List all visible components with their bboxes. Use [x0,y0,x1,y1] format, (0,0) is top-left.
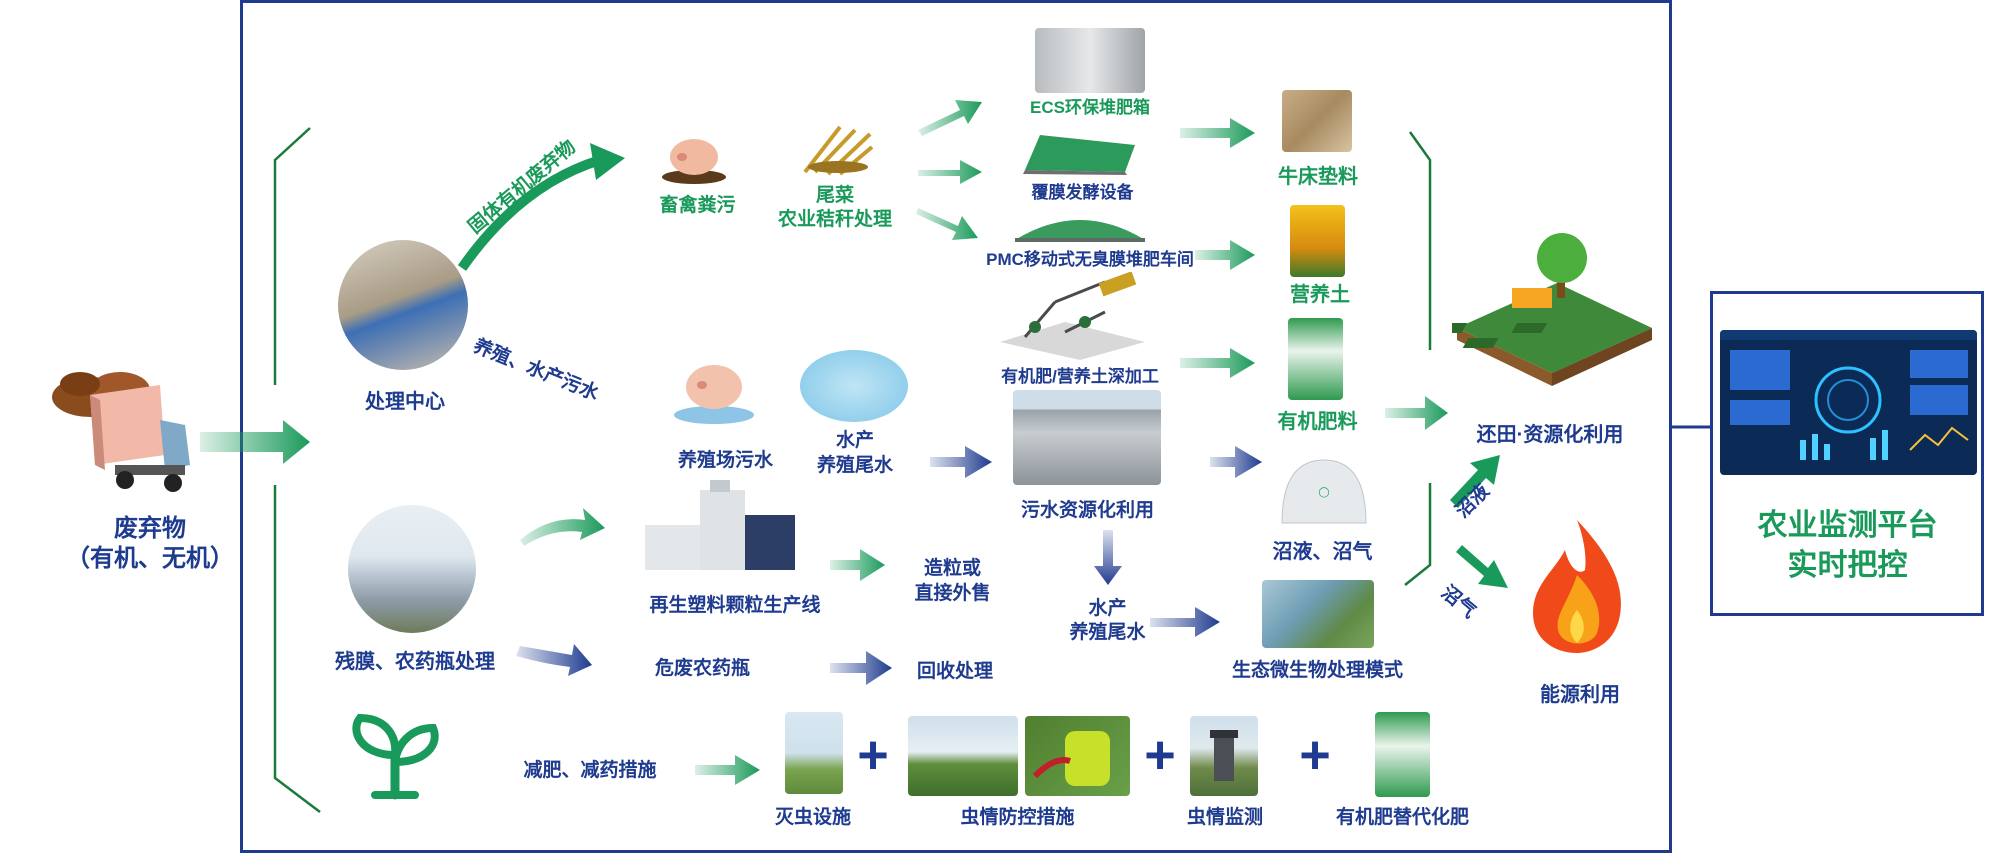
farmland-illustration [1452,228,1657,398]
sprayer-image [1025,716,1130,796]
eco-microbial-image [1262,580,1374,648]
waste-title: 废弃物 [114,515,186,542]
aquaculture-label-2: 养殖尾水 [816,455,893,476]
pest-control-label: 虫情防控措施 [960,807,1075,828]
manure-pig-image [660,132,728,184]
ecs-label: ECS环保堆肥箱 [1030,98,1150,117]
plastic-label: 残膜、农药瓶处理 [335,651,495,673]
platform-title-2: 实时把控 [1787,549,1908,582]
entry-arrow [200,420,310,464]
pest-monitor-label: 虫情监测 [1186,807,1263,828]
film-fermentation-image [1015,130,1140,175]
aquaculture2-label-2: 养殖尾水 [1069,622,1146,643]
cattle-bedding-label: 牛床垫料 [1278,166,1358,188]
straw-label-1: 尾菜 [815,185,854,206]
plus-3: + [1299,725,1331,785]
plastic-film-photo [348,505,476,633]
pmc-label: PMC移动式无臭膜堆肥车间 [986,250,1194,269]
drone-spraying-image [908,716,1018,796]
energy-label: 能源利用 [1540,684,1620,706]
insect-trap-label: 灭虫设施 [774,807,851,828]
wastewater-reuse-label: 污水资源化利用 [1020,500,1154,521]
biogas-label: 沼液、沼气 [1272,541,1373,563]
manure-label: 畜禽粪污 [659,195,736,216]
cattle-bedding-image [1282,90,1352,152]
granulate-label-1: 造粒或 [923,558,981,579]
left-bracket [273,127,321,813]
treatment-center-label: 处理中心 [365,391,445,413]
insect-trap-image [785,712,843,794]
eco-microbial-label: 生态微生物处理模式 [1231,660,1403,681]
nutrient-soil-image [1290,205,1345,277]
right-bracket [1404,131,1432,586]
plus-1: + [857,725,889,785]
straw-label-2: 农业秸秆处理 [777,209,892,230]
organic-fertilizer-image [1288,318,1343,400]
sprout-icon [345,710,445,800]
pest-monitor-image [1190,716,1258,796]
flame-icon [1525,515,1630,655]
treatment-center-photo [338,240,468,370]
field-use-label: 还田·资源化利用 [1476,424,1624,446]
hazard-bottle-label: 危废农药瓶 [654,658,750,679]
waste-subtitle: （有机、无机） [66,545,234,572]
aquaculture2-label-1: 水产 [1088,598,1127,619]
recycling-line-label: 再生塑料颗粒生产线 [649,595,821,616]
aquaculture-label-1: 水产 [835,430,874,451]
deep-processing-label: 有机肥/营养土深加工 [1001,367,1159,386]
farm-wastewater-image [672,355,757,425]
recycle-label: 回收处理 [916,661,993,682]
plus-2: + [1144,725,1176,785]
monitoring-dashboard-screen [1720,330,1977,475]
organic-fertilizer-label: 有机肥料 [1277,411,1358,433]
reduce-label: 减肥、减药措施 [523,760,657,781]
straw-image [800,122,875,177]
aquaculture-pond-image [800,350,908,422]
recycling-line-image [640,480,800,580]
platform-title-1: 农业监测平台 [1757,509,1938,542]
film-label: 覆膜发酵设备 [1031,183,1134,202]
farm-wastewater-label: 养殖场污水 [677,450,773,471]
deep-processing-image [995,272,1150,360]
main-frame [240,0,1672,853]
organic-substitute-label: 有机肥替代化肥 [1335,807,1469,828]
pmc-workshop-image [1010,205,1150,243]
organic-substitute-image [1375,712,1430,797]
granulate-label-2: 直接外售 [914,583,991,604]
truck-icon [85,385,195,495]
biogas-dome-image: ◯ [1278,455,1370,525]
svg-text:◯: ◯ [1318,487,1329,498]
nutrient-soil-label: 营养土 [1290,284,1350,306]
solid-waste-arrow [457,155,602,271]
ecs-compost-box-image [1035,28,1145,93]
wastewater-reuse-tanks-image [1013,390,1161,485]
